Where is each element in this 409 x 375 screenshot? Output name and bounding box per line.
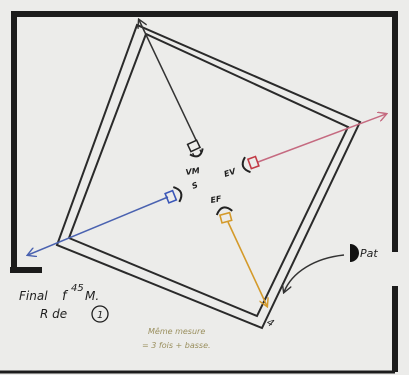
label-ev: EV <box>223 166 238 178</box>
corner-mark: 4 <box>265 317 276 330</box>
pat-marker <box>350 244 359 262</box>
tempo-number: 45 <box>71 283 84 294</box>
f-text: f <box>62 289 69 304</box>
arrow-s <box>28 196 169 255</box>
speaker-ef <box>215 206 233 224</box>
inner-frame <box>55 23 362 330</box>
room-walls <box>0 11 398 374</box>
note-line-2: = 3 fois + basse. <box>142 341 211 350</box>
final-note: Final f 45 M. R de 1 <box>19 283 109 323</box>
label-s: S <box>191 180 200 191</box>
circled-number: 1 <box>97 310 103 321</box>
speaker-s <box>164 186 183 204</box>
label-ef: EF <box>210 194 223 205</box>
arrow-vm <box>139 20 197 141</box>
note-line-1: Même mesure <box>148 326 205 336</box>
circled-marker <box>91 305 109 323</box>
final-text: Final <box>19 289 48 303</box>
speaker-vm <box>186 139 204 158</box>
reference-prefix: R de <box>40 307 67 321</box>
arrow-pat <box>284 254 345 292</box>
faint-note: Même mesure = 3 fois + basse. <box>142 326 211 350</box>
arrow-ef <box>227 221 267 306</box>
arrow-ev <box>257 114 386 163</box>
speaker-ev <box>241 155 260 174</box>
tempo-unit: M. <box>85 289 99 303</box>
label-pat: Pat <box>360 247 378 260</box>
label-vm: VM <box>185 166 200 177</box>
